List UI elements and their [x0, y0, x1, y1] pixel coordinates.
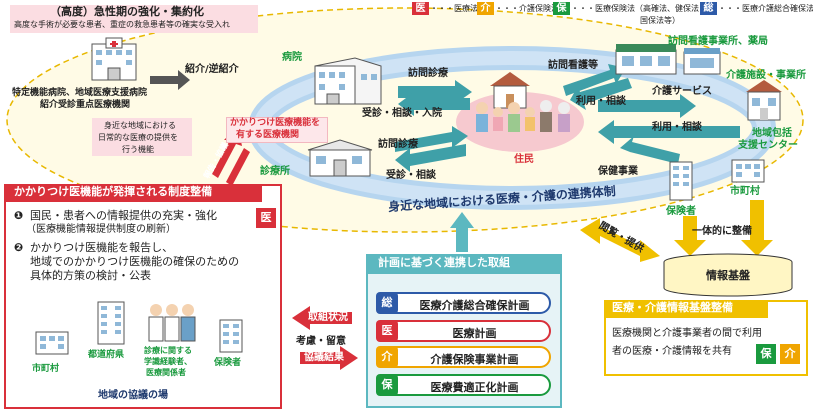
- specific-hospitals: 特定機能病院、地域医療支援病院: [12, 88, 148, 98]
- residents-icon: [476, 72, 570, 132]
- plan-label-care: 介護保険事業計画: [430, 353, 519, 366]
- care-facility-icon: [746, 80, 782, 121]
- council-municipality-label: 市町村: [32, 364, 60, 374]
- legend-text-medical: ・・・医療法: [430, 4, 478, 13]
- hospital-label: 病院: [282, 52, 302, 63]
- referral-focus-hospitals: 紹介受診重点医療機関: [40, 100, 131, 110]
- kakaritsuke-institution-box: [226, 117, 328, 143]
- legend-badge-insurance: 保: [553, 2, 570, 15]
- municipality-label: 市町村: [730, 186, 760, 197]
- council-municipality-icon: [35, 331, 69, 355]
- council-insurer-icon: [219, 319, 243, 353]
- plan-badge-insurance: 保: [376, 374, 398, 396]
- plan-row-care: 介 介護保険事業計画: [376, 346, 551, 368]
- experts-line2: 学識経験者、: [144, 357, 192, 366]
- acute-care-box: [10, 5, 258, 33]
- experts-line3: 医療関係者: [146, 368, 186, 377]
- council-result-label: 協議結果: [304, 352, 344, 363]
- clinic-label: 診療所: [260, 166, 290, 177]
- prefecture-icon: [97, 301, 125, 345]
- municipality-icon: [731, 159, 765, 183]
- kakaritsuke-institution-line2: 有する医療機関: [236, 130, 300, 140]
- use-consult-label-1: 利用・相談: [576, 96, 626, 107]
- legend-text-care: ・・・介護保険法: [495, 4, 559, 13]
- infra-title-bar: [604, 300, 768, 318]
- use-consult-label-2: 利用・相談: [652, 122, 702, 133]
- care-facility-label: 介護施設・事業所: [726, 70, 806, 81]
- daily-care-line3: 行う機能: [122, 145, 154, 154]
- plan-row-insurance: 保 医療費適正化計画: [376, 374, 551, 396]
- insurer-label: 保険者: [666, 206, 696, 217]
- experts-icon: [148, 304, 196, 342]
- system-item2-line2: 地域でのかかりつけ医機能の確保のための: [30, 255, 240, 268]
- infra-line1: 医療機関と介護事業者の間で利用: [612, 328, 762, 339]
- system-title-bar: [4, 184, 262, 202]
- visiting-office-icon: [615, 44, 677, 75]
- consider-label: 考慮・留意: [296, 336, 346, 347]
- system-item1-badge: 医: [256, 208, 276, 228]
- info-base-label: 情報基盤: [706, 269, 750, 282]
- comprehensive-label-2: 支援センター: [738, 140, 798, 151]
- experts-line1: 診療に関する: [144, 346, 192, 355]
- plans-title-bar: [366, 254, 562, 274]
- legend-text-general: ・・・医療介護総合確保法: [718, 4, 813, 13]
- infra-badge-insurance: 保: [756, 344, 776, 364]
- consult-label: 受診・相談: [386, 170, 436, 181]
- legend-badge-care: 介: [477, 2, 494, 15]
- infra-line2: 者の医療・介護情報を共有: [612, 346, 732, 357]
- large-hospital-icon: [91, 37, 137, 81]
- prefecture-label: 都道府県: [88, 350, 125, 360]
- plan-label-medical: 医療計画: [452, 327, 497, 340]
- system-item1: 国民・患者への情報提供の充実・強化: [30, 209, 217, 222]
- system-item1-num: ❶: [14, 209, 24, 222]
- plan-label-general: 医療介護総合確保計画: [419, 299, 530, 312]
- visiting-office-label: 訪問看護事業所、薬局: [668, 36, 768, 47]
- council-insurer-label: 保険者: [214, 358, 242, 368]
- system-item2-line1: かかりつけ医機能を報告し、: [30, 241, 174, 254]
- system-item2-num: ❷: [14, 241, 24, 254]
- residents-label: 住民: [514, 154, 534, 165]
- acute-care-subtitle: 高度な手術が必要な患者、重症の救急患者等の確実な受入れ: [14, 20, 230, 29]
- plan-row-general: 総 医療介護総合確保計画: [376, 292, 551, 314]
- consult-hospitalize-label: 受診・相談・入院: [362, 108, 442, 119]
- plan-badge-care: 介: [376, 346, 398, 368]
- legend-badge-general: 総: [700, 2, 717, 15]
- daily-care-line2: 日常的な医療の提供を: [98, 133, 178, 142]
- care-service-label: 介護サービス: [652, 86, 712, 97]
- visit-nursing-label: 訪問看護等: [548, 60, 598, 71]
- input-status-label: 取組状況: [308, 312, 348, 323]
- legend-text-insurance-cont: 国保法等）: [640, 16, 680, 25]
- referral-label: 紹介/逆紹介: [185, 64, 239, 75]
- council-label: 地域の協議の場: [98, 390, 168, 401]
- system-box: [4, 184, 282, 409]
- integrated-label: 一体的に整備: [692, 226, 752, 237]
- infra-badge-care: 介: [780, 344, 800, 364]
- legend-badge-medical: 医: [412, 2, 429, 15]
- comprehensive-label-1: 地域包括: [752, 128, 792, 139]
- plan-row-medical: 医 医療計画: [376, 320, 551, 342]
- plan-badge-medical: 医: [376, 320, 398, 342]
- plan-label-insurance: 医療費適正化計画: [430, 381, 519, 394]
- insurer-icon: [669, 161, 693, 201]
- prevention-label: 保健事業: [598, 166, 638, 177]
- system-item1-sub: （医療機能情報提供制度の刷新）: [26, 224, 176, 235]
- legend-text-insurance: ・・・医療保険法（高確法、健保法: [571, 4, 699, 13]
- daily-care-line1: 身近な地域における: [104, 121, 176, 130]
- visit-care-label-1: 訪問診療: [408, 68, 448, 79]
- acute-care-title: （高度）急性期の強化・集約化: [50, 5, 204, 18]
- daily-care-box: [92, 118, 192, 156]
- kakaritsuke-institution-line1: かかりつけ医療機能を: [230, 118, 321, 128]
- system-item2-line3: 具体的方策の検討・公表: [30, 269, 151, 282]
- clinic-icon: [307, 139, 373, 177]
- hospital-icon: [314, 57, 382, 105]
- pharmacy-icon: [683, 48, 721, 75]
- system-title: かかりつけ医機能が発揮される制度整備: [14, 185, 213, 198]
- plans-title: 計画に基づく連携した取組: [378, 256, 510, 269]
- visit-care-label-2: 訪問診療: [378, 139, 418, 150]
- plan-badge-general: 総: [376, 292, 398, 314]
- infra-title: 医療・介護情報基盤整備: [612, 301, 733, 314]
